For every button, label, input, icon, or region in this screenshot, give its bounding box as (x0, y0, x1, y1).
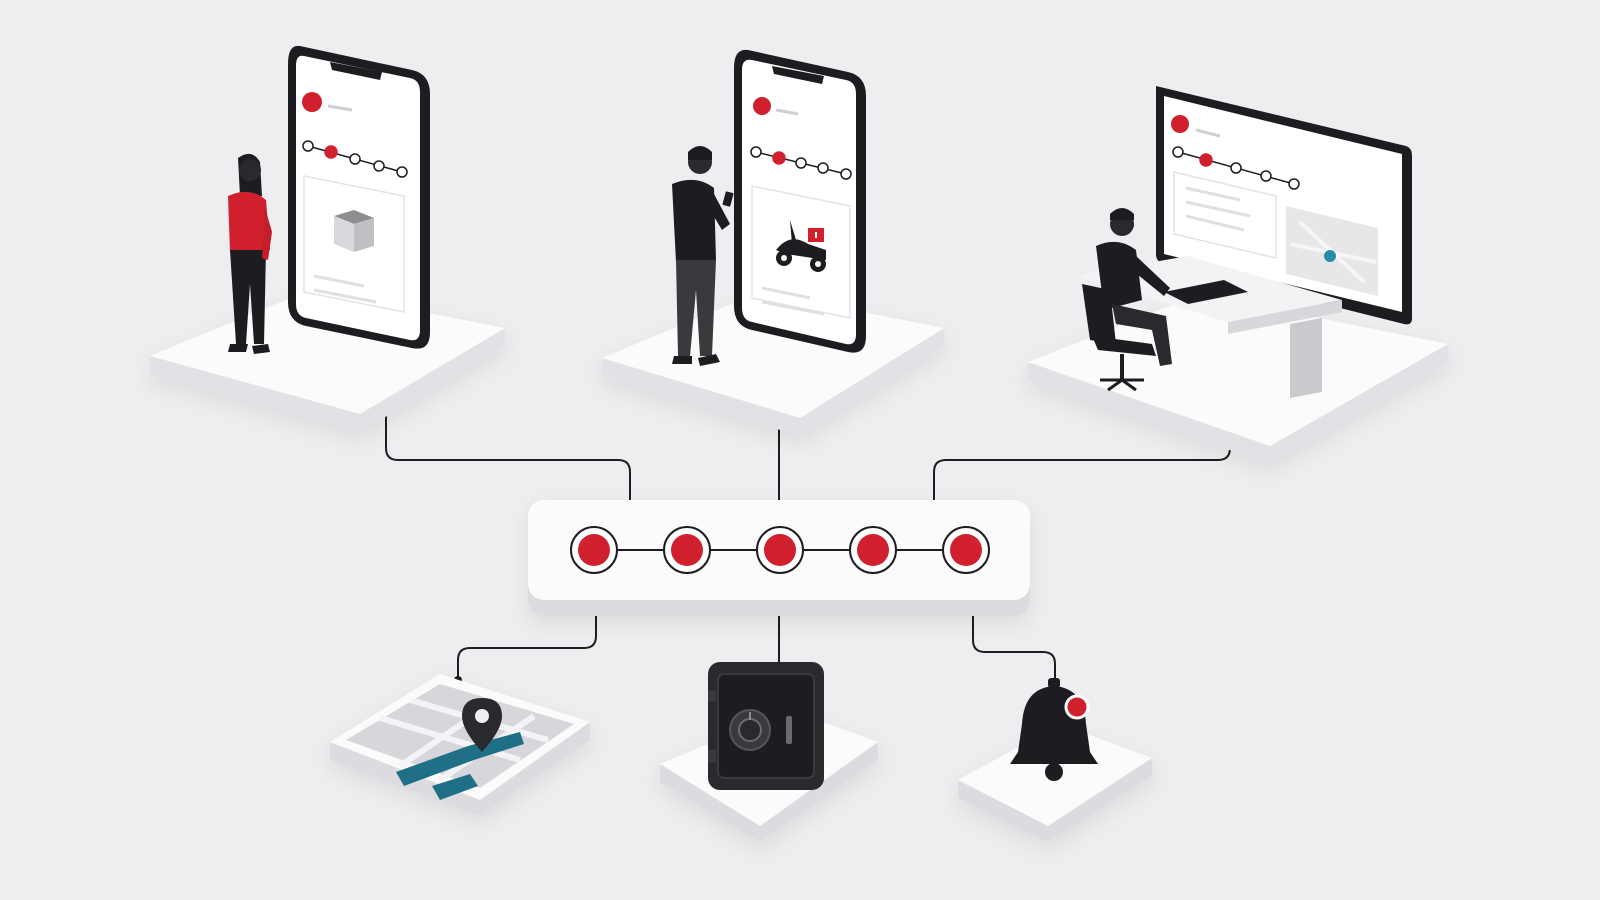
connector-hub-map (457, 604, 597, 678)
office-chair (1082, 284, 1156, 392)
status-node-icon (857, 534, 889, 566)
operator-progress-tracker (1172, 146, 1300, 190)
location-pin-icon (462, 698, 502, 752)
operator-status-dot (1171, 115, 1189, 133)
status-node-icon (578, 534, 610, 566)
platform-operator (1028, 294, 1448, 464)
customer-woman-figure (228, 153, 272, 354)
notification-badge (1064, 694, 1090, 720)
connector-customer-hub (385, 402, 631, 502)
connector-operator-hub (933, 436, 1231, 502)
courier-smartphone (734, 49, 866, 353)
status-node-icon (950, 534, 982, 566)
courier-status-dot (753, 97, 771, 115)
map-pin-icon (1324, 250, 1336, 262)
notification-bell-icon (1010, 678, 1098, 781)
courier-progress-tracker (750, 146, 852, 180)
status-node-icon (764, 534, 796, 566)
scooter-icon (776, 220, 826, 272)
safe-icon (708, 662, 824, 790)
customer-progress-tracker (302, 140, 408, 178)
operator-map-panel (1286, 206, 1378, 296)
connector-lines (385, 402, 1231, 684)
map-location-icon (346, 684, 574, 800)
package-icon (334, 210, 374, 252)
customer-smartphone (288, 45, 430, 349)
operator-monitor (1156, 85, 1412, 325)
customer-status-dot (302, 92, 322, 112)
status-node-icon (671, 534, 703, 566)
hub-status-nodes (570, 526, 990, 574)
connector-hub-bell (972, 604, 1056, 684)
courier-man-figure (672, 146, 734, 366)
